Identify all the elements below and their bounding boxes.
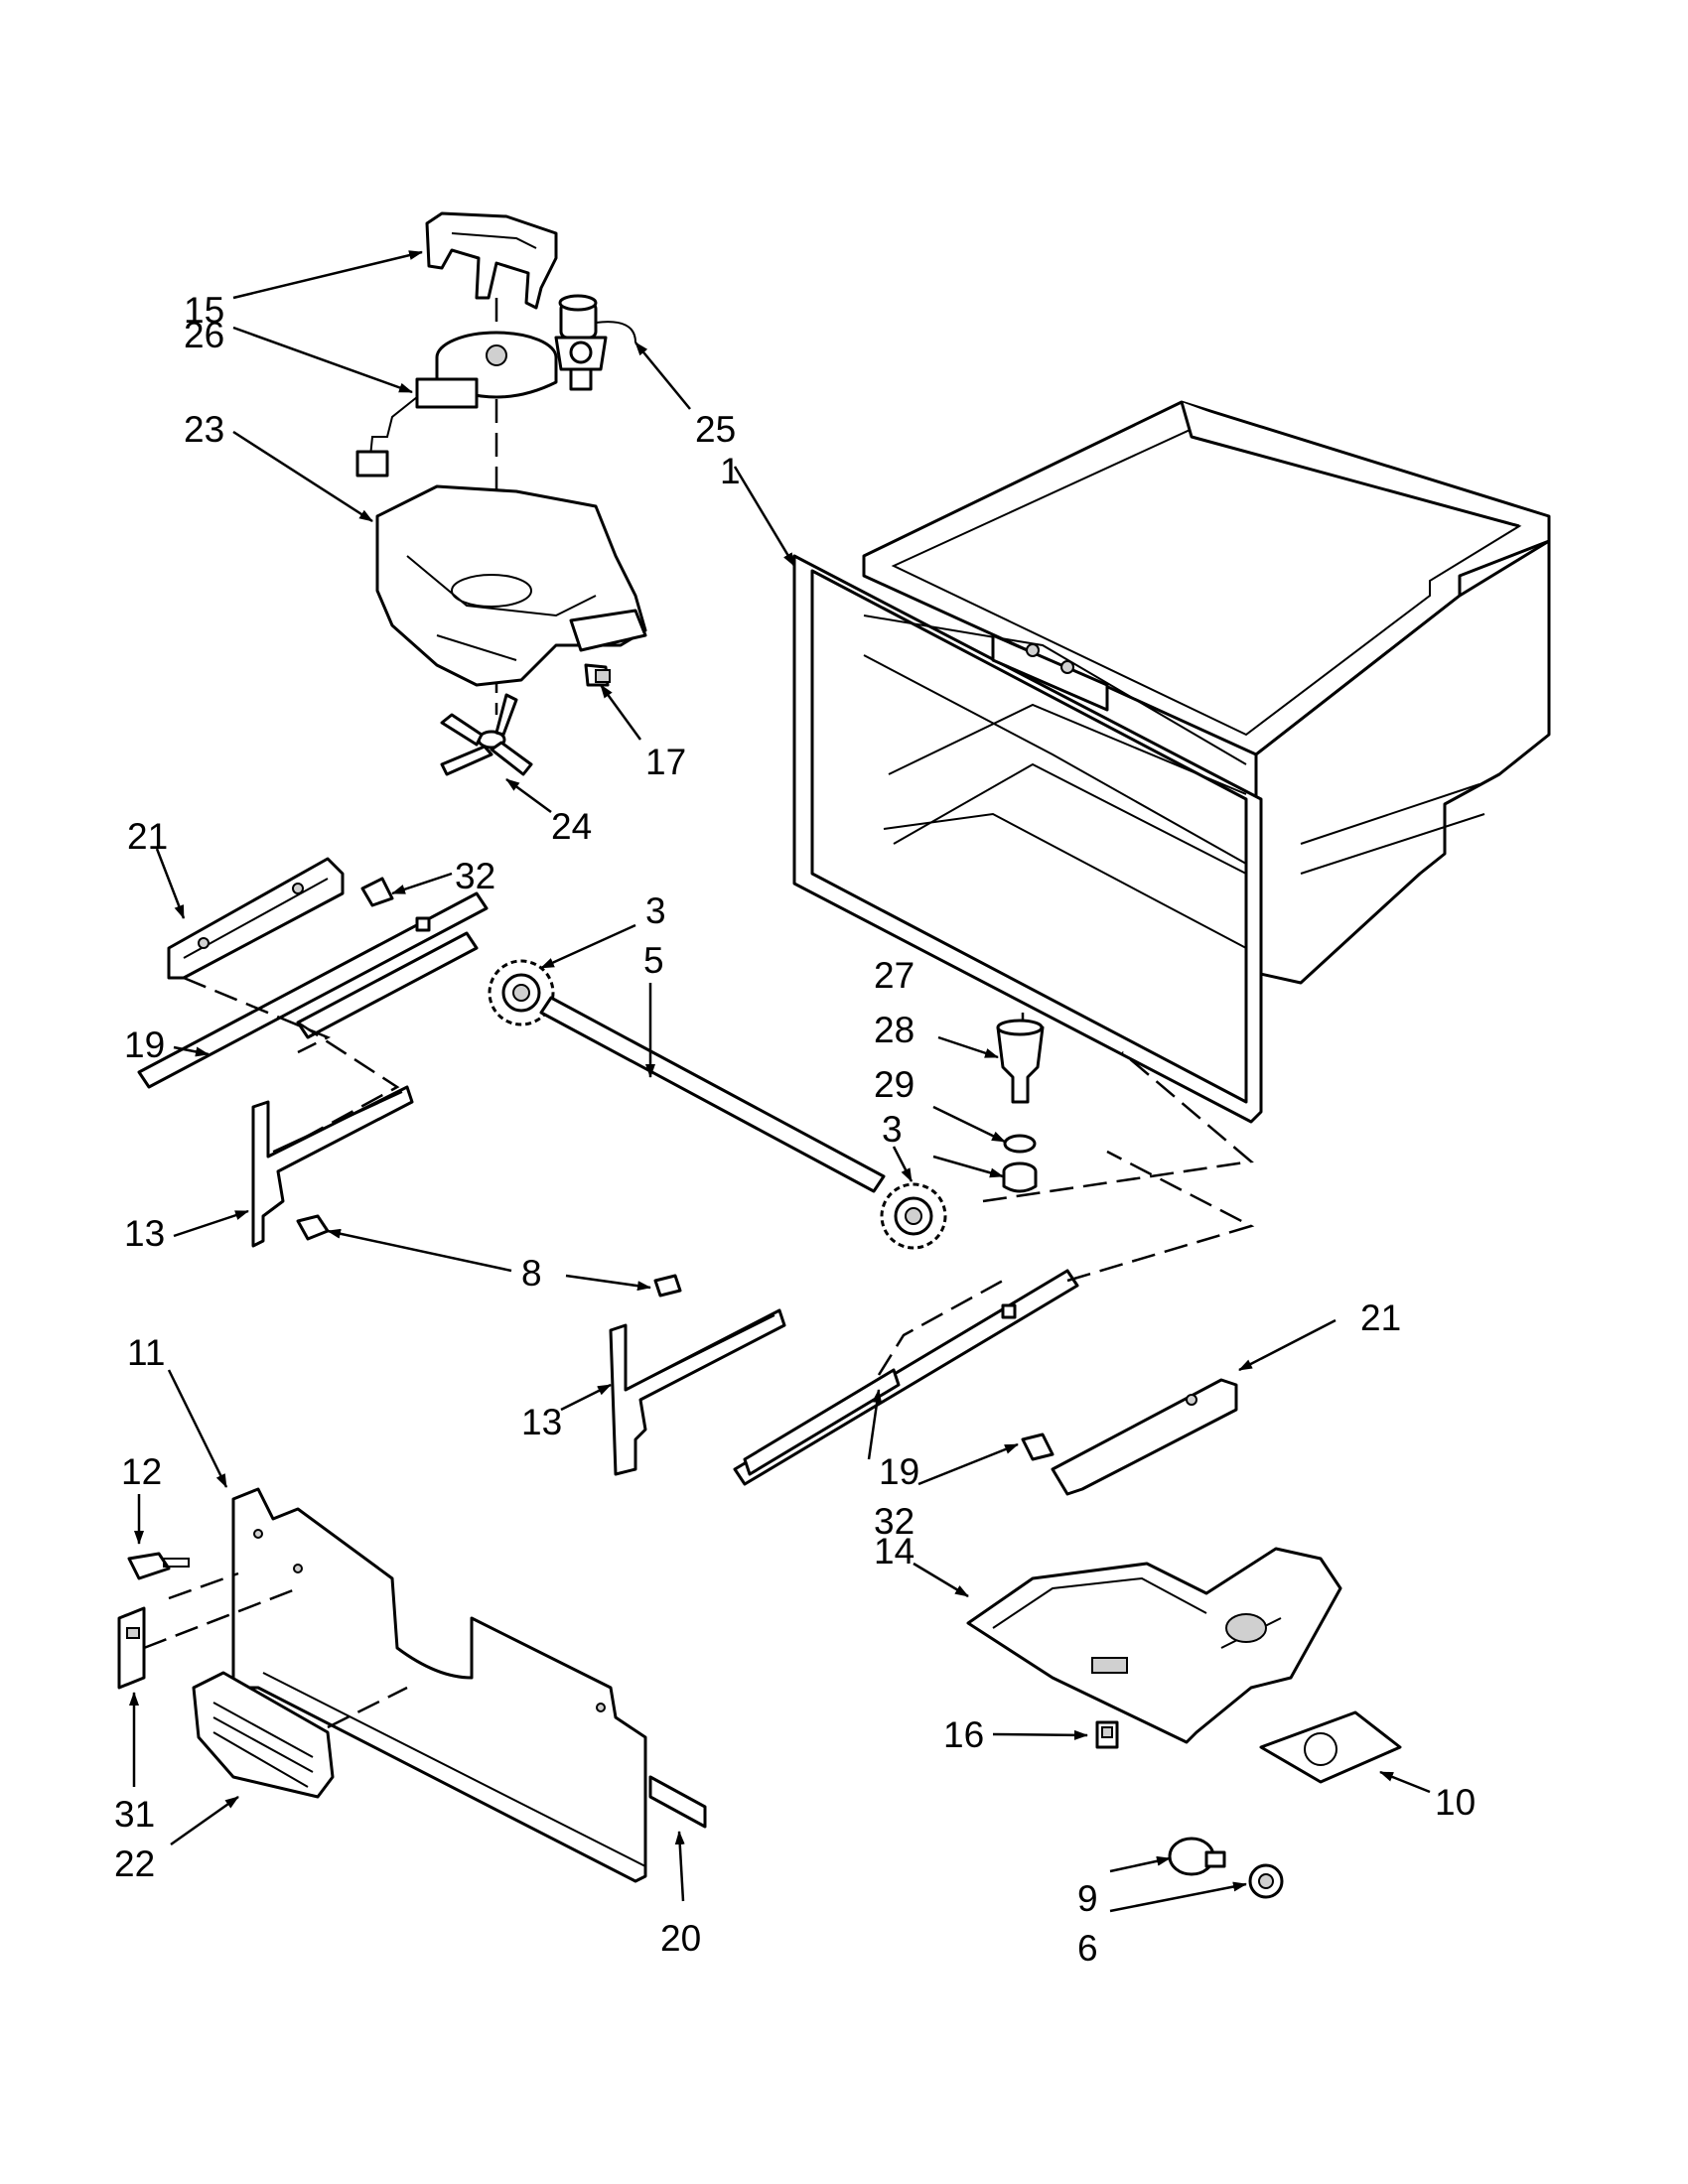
callout-19-lower: 19 <box>879 1451 919 1492</box>
cover-tray-14 <box>966 1547 1342 1744</box>
callout-16: 16 <box>943 1714 984 1755</box>
thermistor-sensor-25 <box>554 294 636 391</box>
seal-strip-20 <box>648 1775 707 1829</box>
fan-shroud-23 <box>375 484 647 687</box>
bracket-13-left <box>251 1085 414 1248</box>
slide-rail-19-left <box>137 891 489 1089</box>
slide-mount-21-left <box>167 857 345 980</box>
screw-12 <box>127 1552 190 1580</box>
callout-5: 5 <box>643 940 664 981</box>
rear-panel-11 <box>231 1487 647 1883</box>
callout-13-lower: 13 <box>521 1402 562 1442</box>
callout-21-lower: 21 <box>1360 1297 1401 1338</box>
clip-31-dashline <box>143 1586 299 1650</box>
bulb-9 <box>1168 1837 1226 1876</box>
callout-3-lower: 3 <box>882 1109 903 1150</box>
left-mount-dashline <box>183 976 332 1054</box>
screw-17 <box>584 663 611 687</box>
callout-22: 22 <box>114 1843 155 1884</box>
callout-13-upper: 13 <box>124 1213 165 1254</box>
grille-22-dashline <box>327 1686 408 1729</box>
fan-bracket-15 <box>425 211 558 310</box>
callout-26: 26 <box>184 315 224 355</box>
leader-lines <box>129 250 1431 1913</box>
pinion-gear-3-upper <box>488 959 555 1026</box>
screw-8-left <box>296 1214 330 1241</box>
callout-12: 12 <box>121 1451 162 1492</box>
callout-32-upper: 32 <box>455 856 495 896</box>
drawer-slide-dashline <box>982 1051 1254 1203</box>
callout-8: 8 <box>521 1253 542 1294</box>
screw-12-dashline <box>168 1571 239 1600</box>
switch-16 <box>1095 1720 1119 1749</box>
callout-23: 23 <box>184 409 224 450</box>
callout-29: 29 <box>874 1064 914 1105</box>
fan-blade-24 <box>440 693 533 776</box>
right-upper-dashline <box>1066 1150 1255 1283</box>
socket-6 <box>1248 1863 1284 1899</box>
left-slide-dashline <box>287 1021 400 1149</box>
washer-28 <box>1003 1134 1037 1154</box>
callout-1: 1 <box>720 451 741 491</box>
fan-motor-26 <box>355 331 558 478</box>
screw-8-right <box>653 1274 682 1297</box>
slide-rail-19-right <box>733 1269 1079 1486</box>
callout-labels: 15 26 23 25 1 17 24 21 32 3 5 19 27 28 2… <box>114 290 1476 1969</box>
callout-32-lower: 32 <box>874 1501 914 1542</box>
callout-19-upper: 19 <box>124 1024 165 1065</box>
spacer-29 <box>1002 1161 1038 1193</box>
pinion-gear-3-lower <box>880 1182 947 1250</box>
callout-31: 31 <box>114 1794 155 1835</box>
freezer-drawer-1 <box>792 400 1551 1124</box>
bracket-13-right <box>609 1308 786 1476</box>
callout-6: 6 <box>1077 1928 1098 1969</box>
drive-shaft-5 <box>539 996 886 1193</box>
callout-24: 24 <box>551 806 592 847</box>
clip-31 <box>117 1606 146 1690</box>
callout-11: 11 <box>127 1332 165 1373</box>
callout-15: 15 <box>184 290 224 331</box>
callout-28: 28 <box>874 1010 914 1050</box>
callout-20: 20 <box>660 1918 701 1959</box>
screw-32-left <box>360 877 394 907</box>
label-10 <box>1259 1710 1402 1784</box>
callout-17: 17 <box>645 742 686 782</box>
callout-3-upper: 3 <box>645 890 666 931</box>
callout-25: 25 <box>695 409 736 450</box>
right-slide-dashline <box>877 1279 1004 1376</box>
callout-9: 9 <box>1077 1878 1098 1919</box>
slide-mount-21-right <box>1051 1378 1238 1496</box>
screw-32-right <box>1021 1433 1055 1461</box>
roller-27 <box>996 1019 1045 1104</box>
callout-14: 14 <box>874 1531 914 1571</box>
callout-10: 10 <box>1435 1782 1476 1823</box>
grille-22 <box>192 1671 335 1799</box>
callout-27: 27 <box>874 955 914 996</box>
callout-21-upper: 21 <box>127 816 168 857</box>
